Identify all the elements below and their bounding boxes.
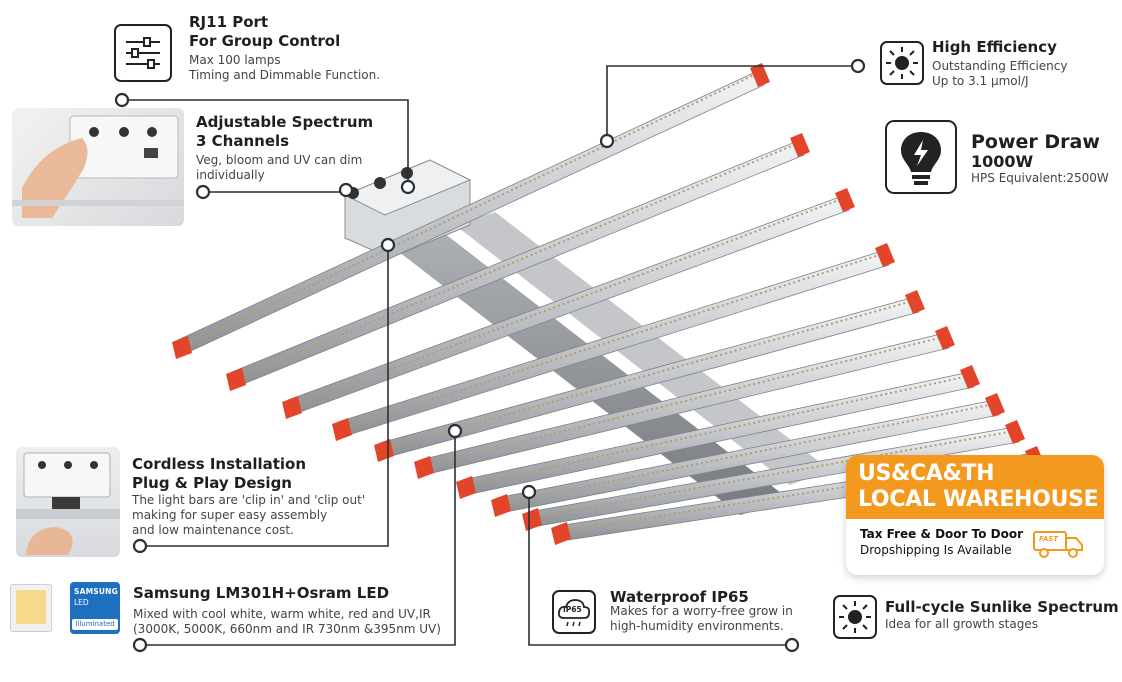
- samsung-title: Samsung LM301H+Osram LED: [133, 584, 390, 602]
- light-bar: [414, 326, 955, 479]
- waterproof-title: Waterproof IP65: [610, 588, 749, 606]
- light-bar: [282, 188, 855, 419]
- efficiency-line-1: Outstanding Efficiency: [932, 59, 1068, 73]
- rj11-line-2: Timing and Dimmable Function.: [189, 68, 381, 82]
- efficiency-title: High Efficiency: [932, 38, 1057, 56]
- samsung-badge-illuminated: Illuminated: [72, 619, 118, 630]
- sunlike-line-1: Idea for all growth stages: [885, 617, 1038, 631]
- sun-efficiency-icon: [880, 41, 924, 85]
- efficiency-line-2: Up to 3.1 μmol/J: [932, 74, 1029, 88]
- light-bar: [374, 290, 925, 462]
- rj11-title-line-1: RJ11 Port: [189, 13, 269, 31]
- samsung-description: Mixed with cool white, warm white, red a…: [133, 607, 441, 637]
- samsung-badge-brand: SAMSUNG: [74, 587, 118, 596]
- power-equivalent: HPS Equivalent:2500W: [971, 171, 1109, 185]
- callout-lines: [122, 65, 858, 646]
- warehouse-title: US&CA&TH LOCAL WAREHOUSE: [858, 461, 1099, 513]
- cordless-line-1: The light bars are 'clip in' and 'clip o…: [132, 493, 366, 507]
- led-chip-icon: [10, 584, 52, 632]
- samsung-badge-led: LED: [74, 598, 89, 607]
- power-title: Power Draw: [971, 131, 1100, 153]
- light-bar: [172, 63, 770, 359]
- waterproof-description: Makes for a worry-free grow in high-humi…: [610, 604, 793, 634]
- delivery-truck-icon: FAST: [1032, 529, 1084, 559]
- cordless-line-3: and low maintenance cost.: [132, 523, 294, 537]
- spectrum-title: Adjustable Spectrum 3 Channels: [196, 113, 373, 151]
- support-rails: [390, 212, 830, 515]
- lightbulb-power-icon: [885, 120, 957, 194]
- warehouse-line-1: Tax Free & Door To Door: [860, 527, 1024, 541]
- waterproof-line-1: Makes for a worry-free grow in: [610, 604, 793, 618]
- efficiency-description: Outstanding Efficiency Up to 3.1 μmol/J: [932, 59, 1067, 89]
- rj11-line-1: Max 100 lamps: [189, 53, 281, 67]
- sun-spectrum-icon: [833, 595, 877, 639]
- hand-controller-photo: [12, 108, 184, 226]
- warehouse-header: US&CA&TH LOCAL WAREHOUSE: [846, 455, 1104, 519]
- power-value: 1000W: [971, 152, 1034, 171]
- cordless-title-line-2: Plug & Play Design: [132, 474, 292, 492]
- spectrum-title-line-2: 3 Channels: [196, 132, 290, 150]
- clip-install-photo: [16, 447, 120, 557]
- samsung-led-badge: SAMSUNG LED Illuminated: [70, 582, 120, 634]
- waterproof-icon-label: IP65: [563, 605, 582, 614]
- truck-label: FAST: [1039, 535, 1059, 543]
- sunlike-title: Full-cycle Sunlike Spectrum: [885, 598, 1119, 616]
- waterproof-line-2: high-humidity environments.: [610, 619, 784, 633]
- warehouse-title-line-2: LOCAL WAREHOUSE: [858, 487, 1099, 512]
- cordless-title-line-1: Cordless Installation: [132, 455, 307, 473]
- rj11-description: Max 100 lamps Timing and Dimmable Functi…: [189, 53, 380, 83]
- samsung-line-2: (3000K, 5000K, 660nm and IR 730nm &395nm…: [133, 622, 441, 636]
- warehouse-line-2: Dropshipping Is Available: [860, 543, 1012, 557]
- light-bar: [491, 393, 1005, 517]
- warehouse-title-line-1: US&CA&TH: [858, 461, 995, 486]
- cordless-title: Cordless Installation Plug & Play Design: [132, 455, 306, 493]
- spectrum-line-1: Veg, bloom and UV can dim: [196, 153, 363, 167]
- cordless-description: The light bars are 'clip in' and 'clip o…: [132, 493, 365, 538]
- samsung-line-1: Mixed with cool white, warm white, red a…: [133, 607, 431, 621]
- slider-controls-icon: [114, 24, 172, 82]
- light-bar: [226, 133, 810, 391]
- rj11-title: RJ11 Port For Group Control: [189, 13, 340, 51]
- spectrum-description: Veg, bloom and UV can dim individually: [196, 153, 362, 183]
- callout-dots: [114, 58, 866, 653]
- cordless-line-2: making for super easy assembly: [132, 508, 328, 522]
- light-bar: [456, 365, 980, 499]
- waterproof-cloud-icon: IP65: [552, 590, 596, 634]
- rj11-title-line-2: For Group Control: [189, 32, 341, 50]
- spectrum-title-line-1: Adjustable Spectrum: [196, 113, 374, 131]
- light-bar: [332, 243, 895, 441]
- warehouse-card: US&CA&TH LOCAL WAREHOUSE Tax Free & Door…: [846, 455, 1104, 575]
- spectrum-line-2: individually: [196, 168, 265, 182]
